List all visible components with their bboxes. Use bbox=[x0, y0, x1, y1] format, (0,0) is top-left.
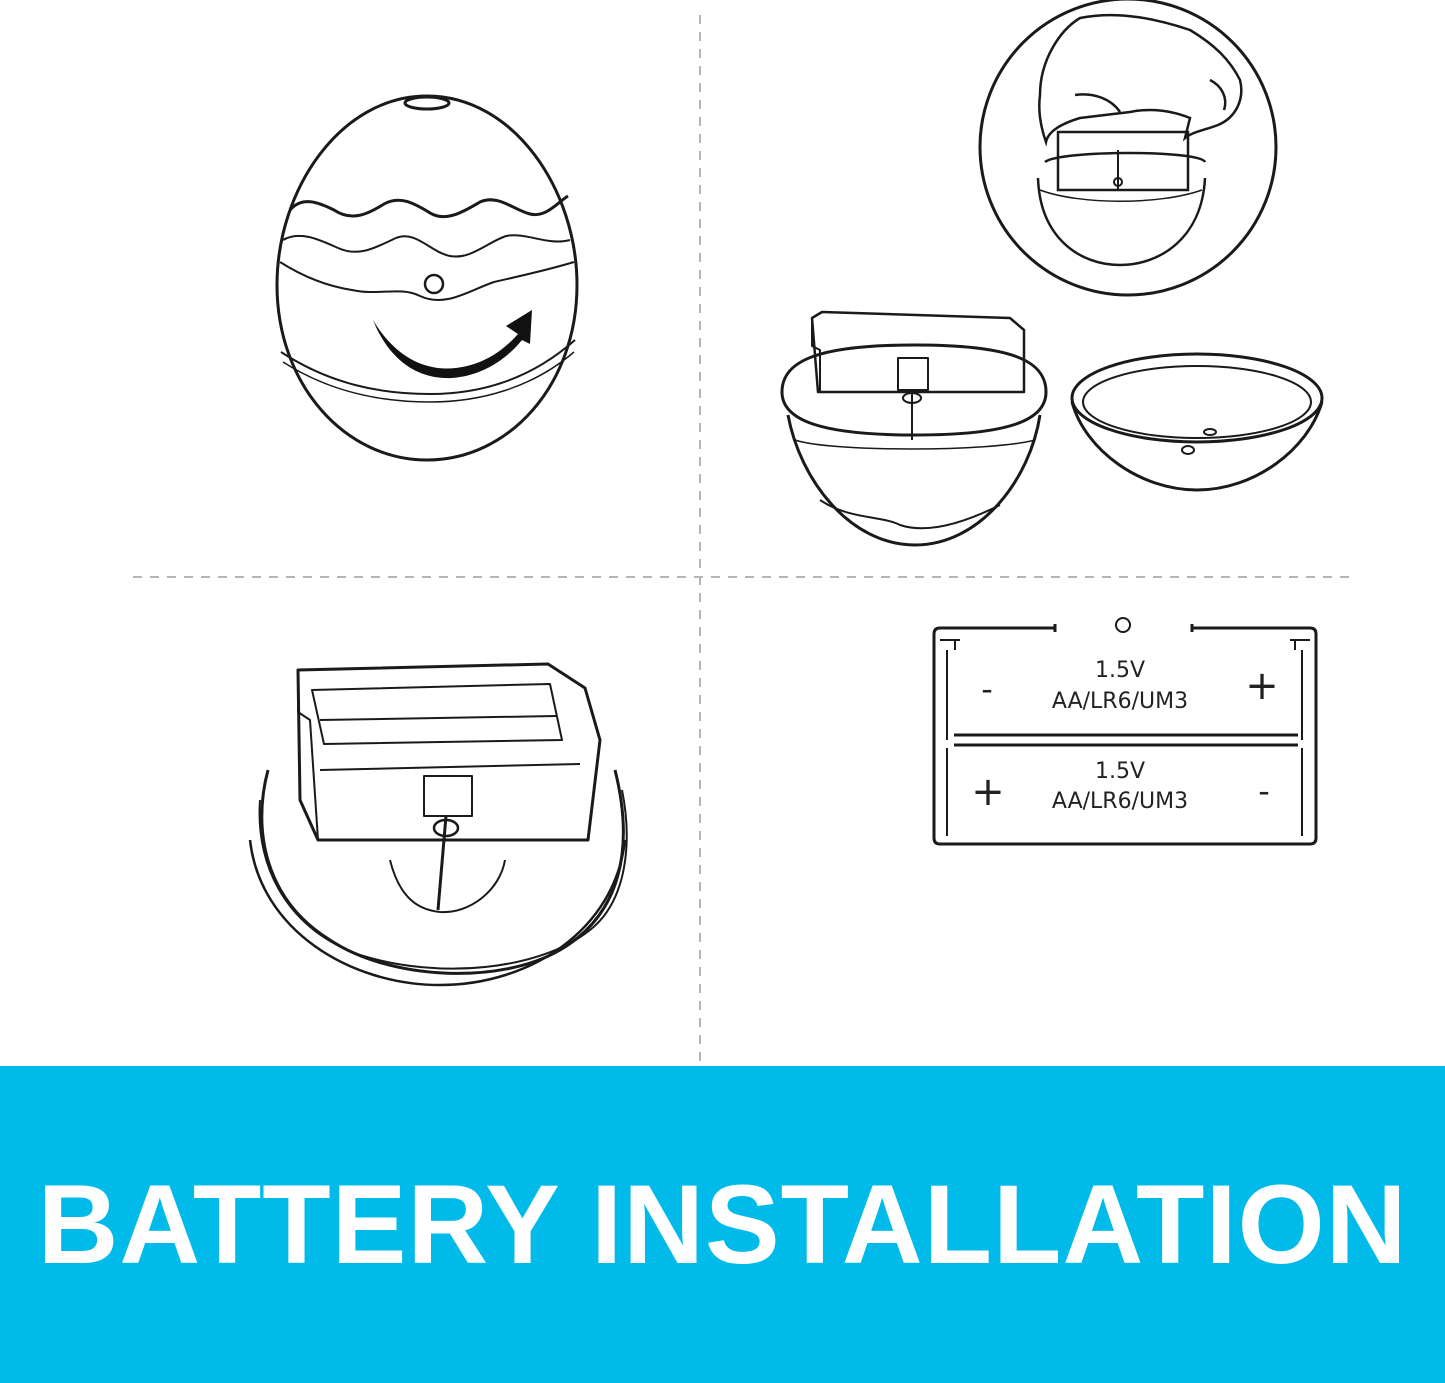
hand-icon bbox=[1038, 13, 1243, 147]
step2-egg-lid bbox=[1070, 352, 1324, 492]
title-banner: BATTERY INSTALLATION bbox=[0, 1066, 1445, 1383]
step3-battery-compartment bbox=[248, 662, 628, 987]
battery-slot-top: 1.5V AA/LR6/UM3 - + bbox=[981, 658, 1279, 714]
step2-inset-circle bbox=[978, 0, 1278, 297]
bottom-slot-left-terminal: + bbox=[971, 769, 1005, 815]
battery-holder-diagram bbox=[932, 617, 1318, 846]
step1-closed-egg bbox=[275, 94, 579, 462]
top-slot-right-terminal: + bbox=[1245, 663, 1279, 709]
step2-opened-egg bbox=[780, 310, 1048, 547]
bottom-slot-voltage: 1.5V bbox=[1095, 759, 1145, 784]
rotate-arrow-icon bbox=[373, 310, 532, 379]
bottom-slot-right-terminal: - bbox=[1258, 772, 1270, 810]
banner-title: BATTERY INSTALLATION bbox=[37, 1162, 1408, 1287]
bottom-slot-type: AA/LR6/UM3 bbox=[1052, 789, 1188, 814]
top-slot-left-terminal: - bbox=[981, 670, 993, 708]
battery-slot-bottom: 1.5V AA/LR6/UM3 + - bbox=[971, 759, 1270, 815]
top-slot-type: AA/LR6/UM3 bbox=[1052, 689, 1188, 714]
top-slot-voltage: 1.5V bbox=[1095, 658, 1145, 683]
